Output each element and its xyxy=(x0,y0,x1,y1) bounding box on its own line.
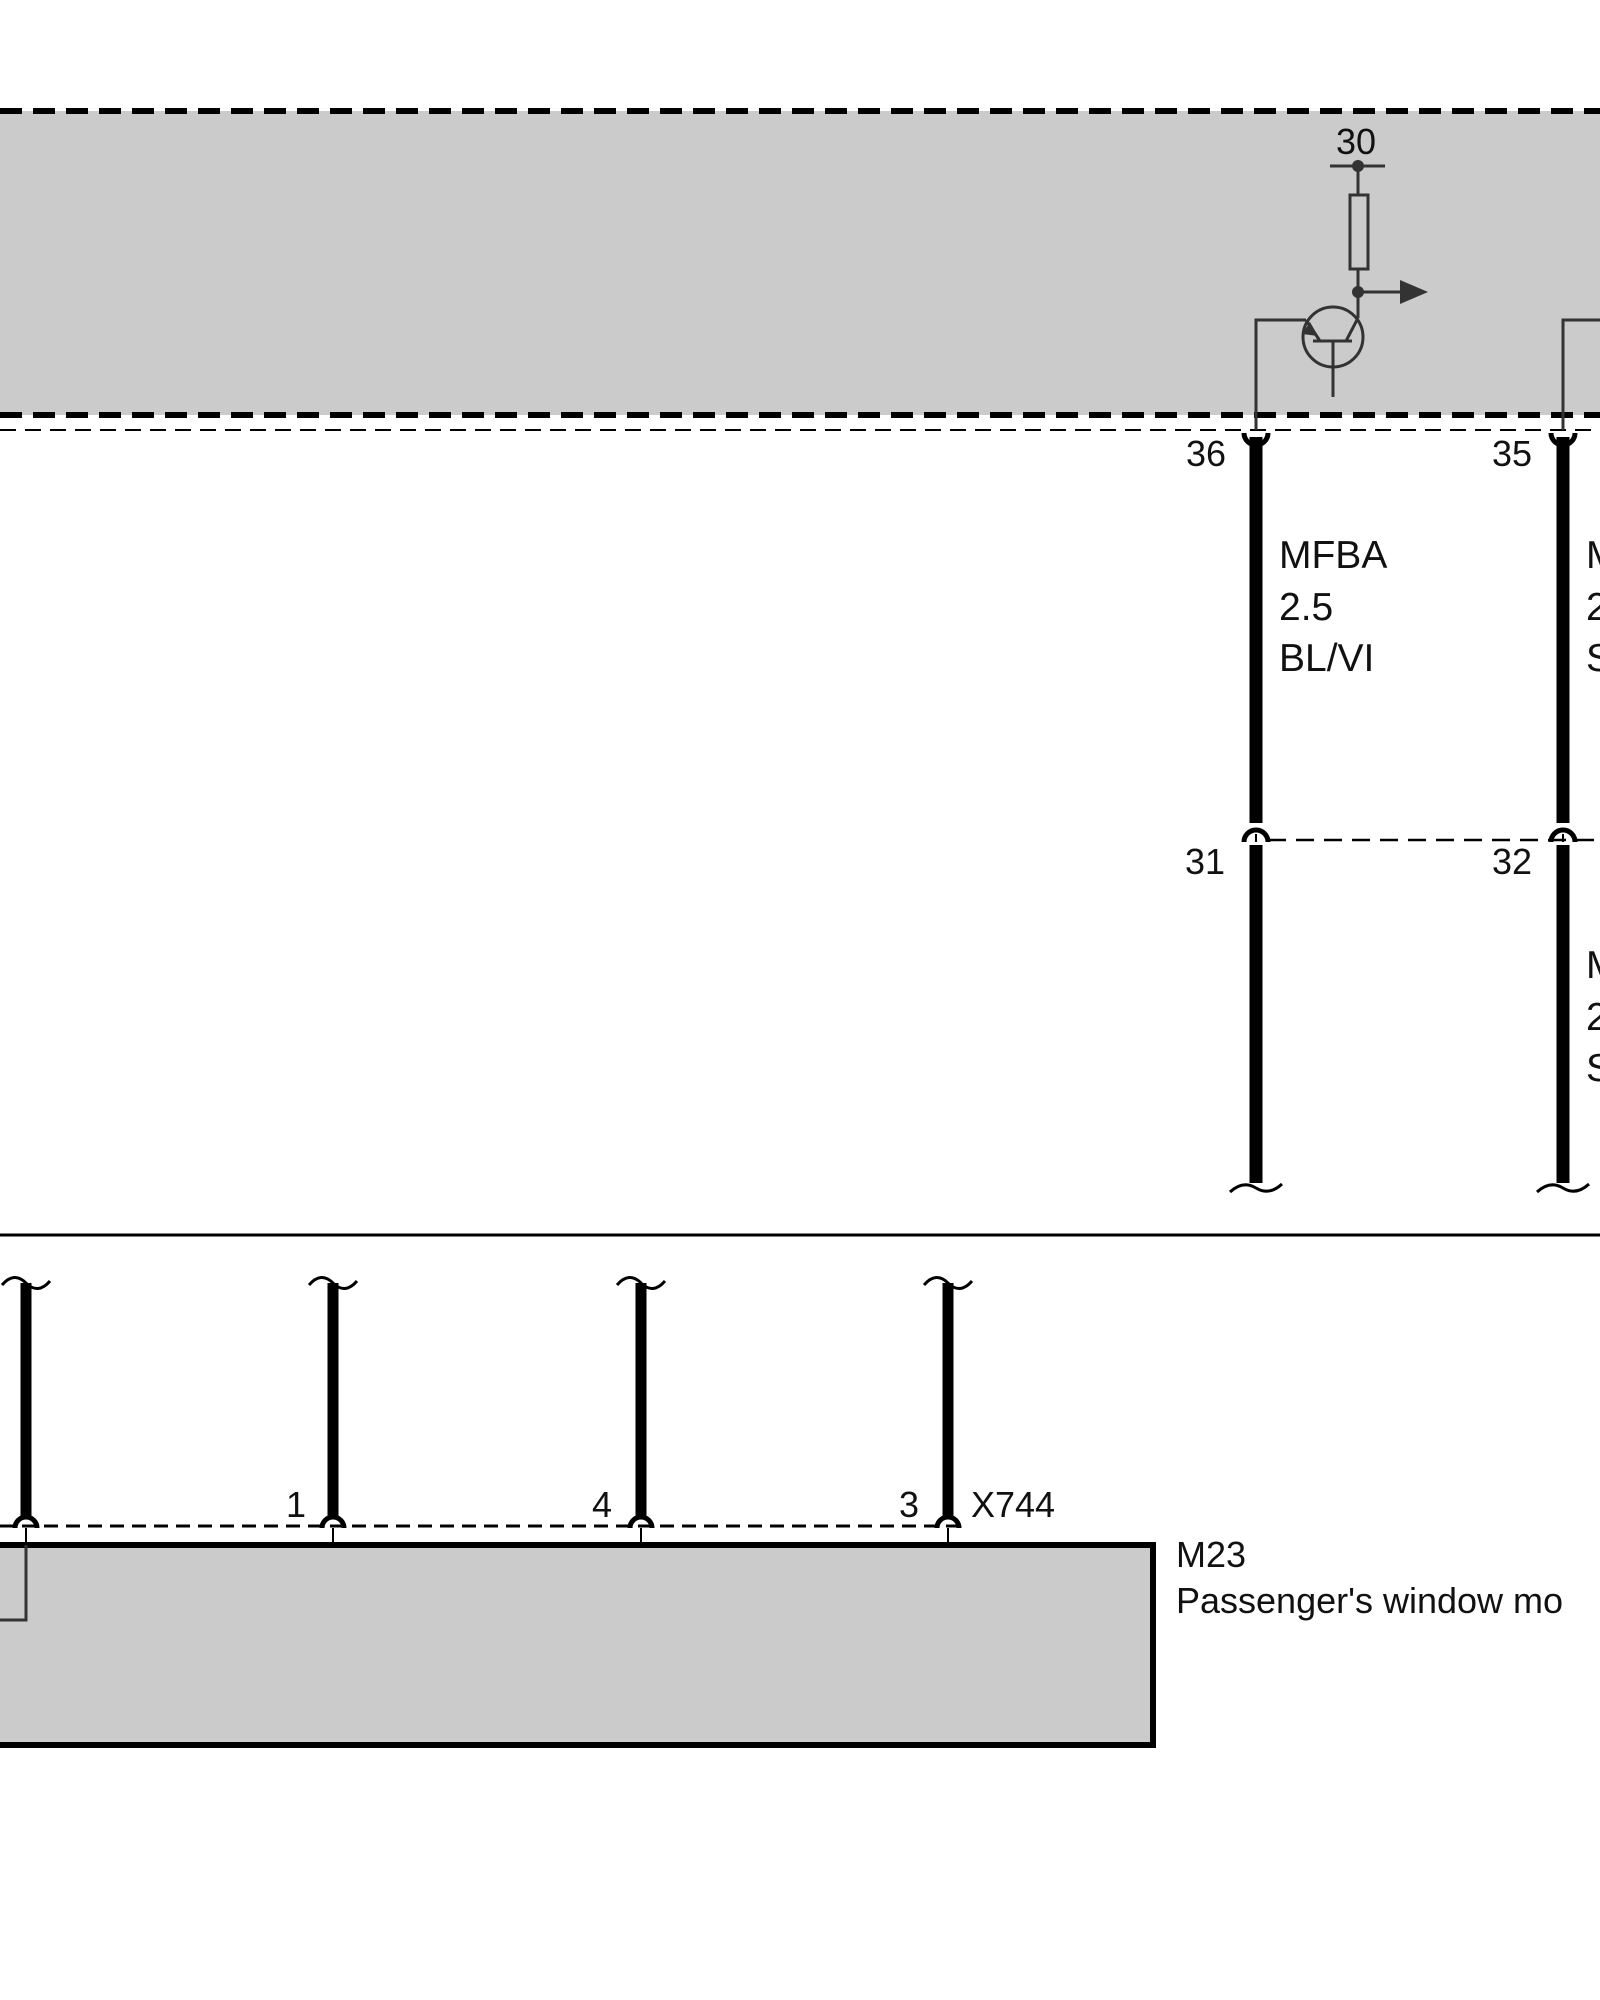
wire-right-lower-name: M xyxy=(1586,944,1600,987)
pin-36-label: 36 xyxy=(1186,433,1226,474)
resistor-transistor-circuit xyxy=(1254,164,1600,430)
component-id: M23 xyxy=(1176,1534,1246,1575)
window-motor-component[interactable] xyxy=(0,1542,1156,1748)
bottom-wires xyxy=(0,1276,974,1545)
wire-break-icon xyxy=(1535,1182,1591,1194)
bottom-wire[interactable] xyxy=(615,1276,667,1545)
bottom-wire[interactable] xyxy=(922,1276,974,1545)
wire-right[interactable] xyxy=(1535,432,1591,1194)
pin-32-label: 32 xyxy=(1492,841,1532,882)
junction-dot xyxy=(1352,286,1364,298)
wire-right-lower-size: 2 xyxy=(1586,996,1600,1039)
emitter-arrow-icon xyxy=(1302,322,1318,336)
wire-left-size: 2.5 xyxy=(1279,586,1333,629)
bottom-wire[interactable] xyxy=(307,1276,359,1545)
pin-35-label: 35 xyxy=(1492,433,1532,474)
wire-left-color: BL/VI xyxy=(1279,637,1374,680)
wire-right-upper-size: 2 xyxy=(1586,586,1600,629)
wire-right-lower-color: S xyxy=(1586,1047,1600,1090)
x744-pin-1-label: 1 xyxy=(286,1484,306,1525)
pin-31-label: 31 xyxy=(1185,841,1225,882)
x744-pin-3-label: 3 xyxy=(899,1484,919,1525)
internal-wire xyxy=(0,1545,28,1622)
control-module: 30 xyxy=(0,108,1600,431)
wire-left-name: MFBA xyxy=(1279,534,1387,577)
bottom-wire[interactable] xyxy=(0,1276,52,1545)
component-name: Passenger's window mo xyxy=(1176,1580,1563,1621)
terminal-30-label: 30 xyxy=(1336,121,1376,162)
wire-break-icon xyxy=(1228,1182,1284,1194)
x744-pin-4-label: 4 xyxy=(592,1484,612,1525)
wire-left[interactable] xyxy=(1228,432,1284,1194)
wire-right-upper-color: S xyxy=(1586,637,1600,680)
output-arrow-icon xyxy=(1400,280,1428,304)
connector-id-label: X744 xyxy=(971,1484,1055,1525)
wire-right-upper-name: M xyxy=(1586,534,1600,577)
terminal-dot xyxy=(1352,160,1364,172)
